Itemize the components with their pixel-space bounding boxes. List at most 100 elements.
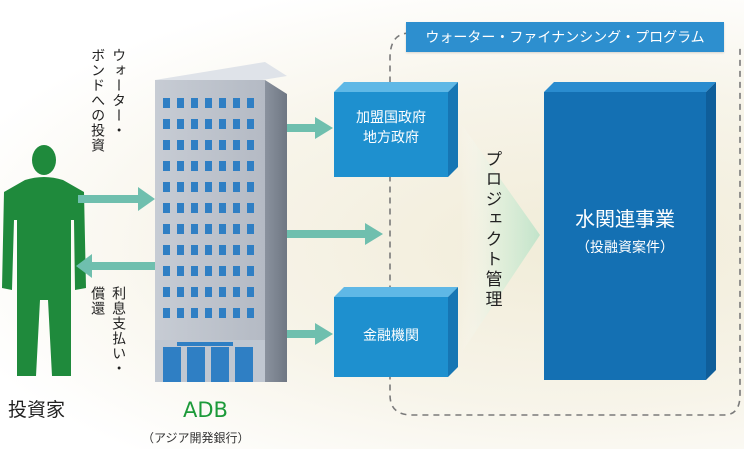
building-window: [247, 287, 254, 297]
arrow-adb-to-govt: [287, 117, 333, 139]
building-window: [205, 308, 212, 318]
building-window: [177, 98, 184, 108]
building-window: [177, 182, 184, 192]
building-window: [233, 119, 240, 129]
building-window: [233, 98, 240, 108]
building-window: [219, 203, 226, 213]
investor-label: 投資家: [8, 399, 66, 421]
arrow-invest-to-adb: [78, 187, 155, 211]
water-projects-title: 水関連事業: [575, 207, 675, 231]
water-projects-box: [544, 82, 716, 380]
building-window: [191, 182, 198, 192]
arrow-adb-to-finance: [287, 323, 333, 345]
arrow-adb-to-projects: [287, 223, 383, 245]
building-window: [191, 287, 198, 297]
building-window: [191, 161, 198, 171]
building-window: [163, 245, 170, 255]
building-window: [233, 224, 240, 234]
building-window: [233, 308, 240, 318]
building-window: [219, 245, 226, 255]
building-window: [191, 308, 198, 318]
building-window: [191, 203, 198, 213]
building-window: [233, 161, 240, 171]
building-window: [205, 224, 212, 234]
building-window: [247, 266, 254, 276]
building-window: [233, 140, 240, 150]
building-window: [163, 98, 170, 108]
building-window: [191, 266, 198, 276]
member-government-line1: 加盟国政府: [356, 110, 426, 126]
building-window: [247, 98, 254, 108]
building-window: [163, 266, 170, 276]
building-window: [219, 98, 226, 108]
building-window: [247, 161, 254, 171]
building-window: [233, 203, 240, 213]
building-window: [177, 266, 184, 276]
adb-name: ADB: [183, 398, 228, 422]
member-government-label: 加盟国政府 地方政府: [334, 108, 448, 149]
building-window: [191, 224, 198, 234]
building-window: [177, 161, 184, 171]
arrow-repay-to-investor: [76, 254, 155, 278]
building-window: [205, 245, 212, 255]
building-window: [177, 203, 184, 213]
building-window: [163, 308, 170, 318]
building-window: [177, 287, 184, 297]
building-window: [177, 119, 184, 129]
bond-investment-label-col1: ウォーター・: [110, 48, 127, 138]
project-management-label: プロジェクト管理: [481, 150, 502, 310]
repayment-label-col2: 償還: [89, 286, 106, 316]
member-government-line2: 地方政府: [363, 130, 419, 147]
building-window: [205, 140, 212, 150]
building-window: [247, 140, 254, 150]
building-window: [233, 245, 240, 255]
building-window: [163, 140, 170, 150]
member-government-box: [334, 82, 458, 177]
building-window: [163, 224, 170, 234]
financial-institution-label: 金融機関: [363, 328, 419, 344]
building-window: [205, 119, 212, 129]
building-window: [233, 182, 240, 192]
building-window: [247, 245, 254, 255]
building-window: [219, 119, 226, 129]
building-window: [163, 287, 170, 297]
building-window: [219, 266, 226, 276]
bond-investment-label-col2: ボンドへの投資: [89, 48, 106, 153]
building-window: [163, 119, 170, 129]
investor-silhouette: [2, 145, 86, 376]
building-window: [219, 308, 226, 318]
water-projects-subtitle: （投融資案件）: [576, 240, 674, 256]
building-window: [233, 287, 240, 297]
building-window: [247, 224, 254, 234]
building-window: [247, 308, 254, 318]
building-window: [177, 140, 184, 150]
building-window: [219, 140, 226, 150]
building-window: [205, 161, 212, 171]
building-window: [219, 224, 226, 234]
building-window: [219, 182, 226, 192]
building-window: [177, 245, 184, 255]
building-window: [205, 287, 212, 297]
program-banner: ウォーター・ファイナンシング・プログラム: [406, 22, 724, 52]
building-window: [163, 203, 170, 213]
building-window: [177, 308, 184, 318]
building-window: [233, 266, 240, 276]
building-window: [191, 98, 198, 108]
building-window: [219, 287, 226, 297]
building-window: [191, 245, 198, 255]
building-window: [191, 140, 198, 150]
building-window: [163, 161, 170, 171]
building-window: [247, 182, 254, 192]
financial-institution-box: [334, 287, 458, 377]
repayment-label-col1: 利息支払い・: [110, 286, 127, 376]
building-window: [205, 203, 212, 213]
building-window: [247, 119, 254, 129]
adb-building: [155, 62, 287, 382]
building-window: [205, 98, 212, 108]
adb-subtitle: （アジア開発銀行）: [142, 431, 250, 445]
building-window: [191, 119, 198, 129]
building-window: [163, 182, 170, 192]
building-windows: [163, 98, 254, 318]
building-window: [219, 161, 226, 171]
